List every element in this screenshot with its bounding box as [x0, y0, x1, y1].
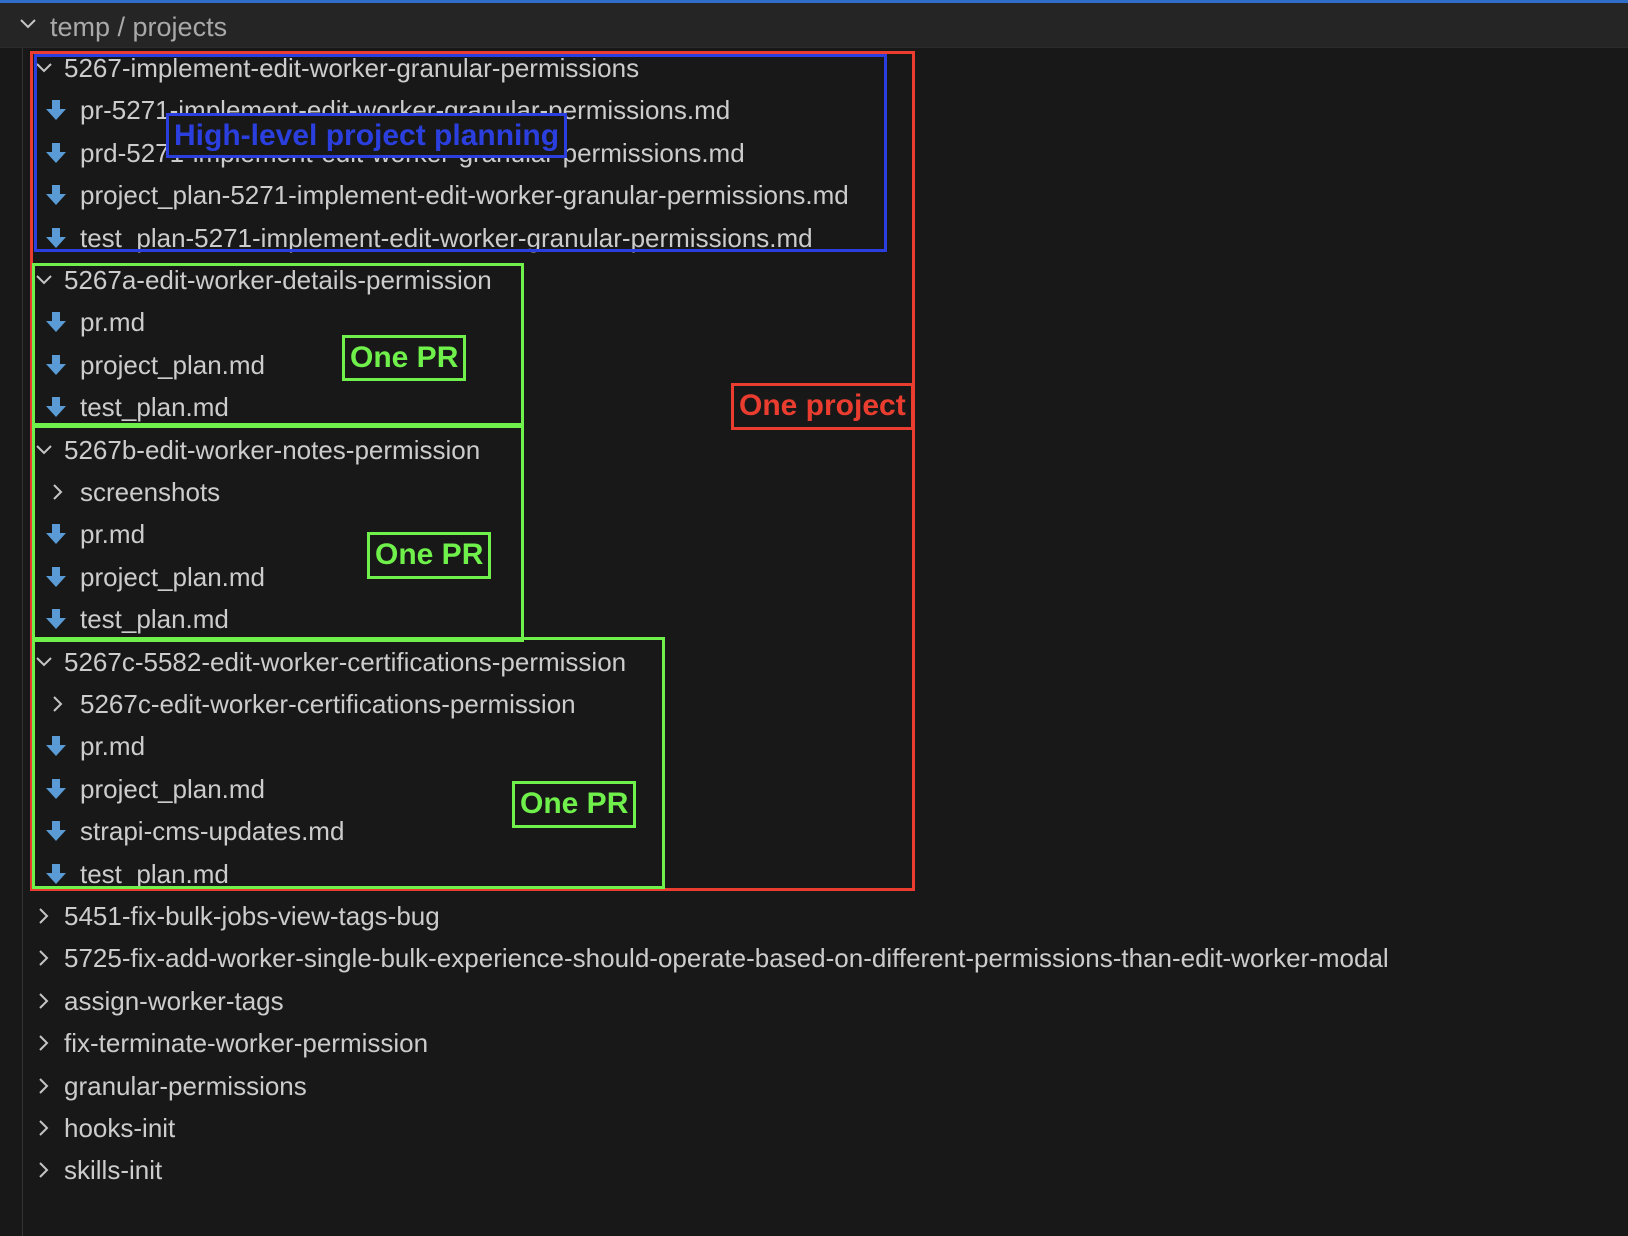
file-name: project_plan.md — [80, 561, 265, 592]
folder-name: hooks-init — [64, 1113, 176, 1143]
chevron-down-icon[interactable] — [34, 440, 54, 460]
folder-name: screenshots — [80, 477, 221, 507]
chevron-down-icon[interactable] — [34, 652, 54, 672]
project-annotation-label: One project — [731, 383, 914, 430]
chevron-right-icon[interactable] — [34, 948, 54, 968]
tree-folder-row[interactable]: 5451-fix-bulk-jobs-view-tags-bug — [0, 894, 1628, 938]
file-name: project_plan.md — [80, 773, 265, 804]
markdown-download-icon — [45, 98, 67, 122]
folder-name: fix-terminate-worker-permission — [64, 1028, 429, 1059]
file-name: test_plan.md — [80, 392, 229, 423]
file-name: project_plan.md — [80, 349, 265, 380]
markdown-download-icon — [45, 395, 67, 419]
chevron-right-icon[interactable] — [34, 1076, 54, 1096]
indent-guide — [22, 47, 23, 1236]
markdown-download-icon — [45, 862, 67, 886]
tree-file-row[interactable]: pr.md — [0, 512, 1628, 556]
tree-folder-row[interactable]: 5267c-edit-worker-certifications-permiss… — [0, 682, 1628, 726]
folder-name: 5267a-edit-worker-details-permission — [64, 265, 492, 295]
tree-file-row[interactable]: project_plan.md — [0, 343, 1628, 387]
markdown-download-icon — [45, 226, 67, 250]
chevron-right-icon[interactable] — [34, 991, 54, 1011]
tree-folder-row[interactable]: fix-terminate-worker-permission — [0, 1021, 1628, 1065]
file-name: pr.md — [80, 307, 146, 338]
file-name: test_plan-5271-implement-edit-worker-gra… — [80, 222, 813, 253]
markdown-download-icon — [45, 819, 67, 843]
chevron-right-icon[interactable] — [34, 1160, 54, 1180]
file-name: test_plan.md — [80, 604, 229, 635]
markdown-download-icon — [45, 734, 67, 758]
chevron-down-icon[interactable] — [18, 14, 38, 34]
pr-annotation-label-c: One PR — [512, 781, 637, 828]
active-accent-line — [0, 0, 1628, 3]
chevron-right-icon[interactable] — [34, 1033, 54, 1053]
breadcrumb: temp / projects — [50, 12, 228, 42]
markdown-download-icon — [45, 565, 67, 589]
tree-file-row[interactable]: test_plan.md — [0, 597, 1628, 641]
tree-folder-row[interactable]: 5267b-edit-worker-notes-permission — [0, 428, 1628, 472]
tree-folder-row[interactable]: 5267c-5582-edit-worker-certifications-pe… — [0, 640, 1628, 684]
markdown-download-icon — [45, 141, 67, 165]
markdown-download-icon — [45, 310, 67, 334]
tree-folder-row[interactable]: 5267a-edit-worker-details-permission — [0, 258, 1628, 302]
tree-file-row[interactable]: pr.md — [0, 724, 1628, 768]
chevron-down-icon[interactable] — [34, 58, 54, 78]
folder-name: skills-init — [64, 1155, 163, 1186]
chevron-right-icon[interactable] — [48, 482, 68, 502]
folder-name: 5267-implement-edit-worker-granular-perm… — [64, 53, 640, 83]
tree-file-row[interactable]: test_plan.md — [0, 385, 1628, 429]
chevron-right-icon[interactable] — [34, 906, 54, 926]
tree-file-row[interactable]: pr.md — [0, 300, 1628, 344]
file-name: pr.md — [80, 519, 146, 550]
tree-folder-row[interactable]: assign-worker-tags — [0, 979, 1628, 1023]
chevron-right-icon[interactable] — [48, 694, 68, 714]
tree-folder-row[interactable]: 5267-implement-edit-worker-granular-perm… — [0, 46, 1628, 90]
folder-name: 5451-fix-bulk-jobs-view-tags-bug — [64, 901, 440, 931]
file-name: test_plan.md — [80, 858, 229, 889]
chevron-right-icon[interactable] — [34, 1118, 54, 1138]
pr-annotation-label-a: One PR — [342, 335, 467, 381]
file-name: pr.md — [80, 731, 146, 762]
markdown-download-icon — [45, 183, 67, 207]
folder-name: 5267c-edit-worker-certifications-permiss… — [80, 689, 576, 719]
chevron-down-icon[interactable] — [34, 270, 54, 290]
folder-name: 5725-fix-add-worker-single-bulk-experien… — [64, 943, 1389, 974]
tree-folder-row[interactable]: skills-init — [0, 1148, 1628, 1192]
tree-file-row[interactable]: project_plan.md — [0, 767, 1628, 811]
folder-name: assign-worker-tags — [64, 985, 284, 1016]
tree-folder-row[interactable]: hooks-init — [0, 1106, 1628, 1150]
tree-file-row[interactable]: test_plan.md — [0, 852, 1628, 896]
markdown-download-icon — [45, 522, 67, 546]
tree-file-row[interactable]: project_plan.md — [0, 555, 1628, 599]
explorer-section-header[interactable]: temp / projects — [0, 3, 1628, 48]
file-name: strapi-cms-updates.md — [80, 816, 345, 847]
file-name: project_plan-5271-implement-edit-worker-… — [80, 180, 849, 211]
markdown-download-icon — [45, 777, 67, 801]
markdown-download-icon — [45, 353, 67, 377]
folder-name: granular-permissions — [64, 1070, 307, 1101]
folder-name: 5267c-5582-edit-worker-certifications-pe… — [64, 646, 627, 677]
markdown-download-icon — [45, 607, 67, 631]
folder-name: 5267b-edit-worker-notes-permission — [64, 434, 481, 465]
planning-annotation-label: High-level project planning — [166, 113, 568, 158]
pr-annotation-label-b: One PR — [367, 532, 492, 579]
tree-folder-row[interactable]: 5725-fix-add-worker-single-bulk-experien… — [0, 936, 1628, 980]
tree-file-row[interactable]: project_plan-5271-implement-edit-worker-… — [0, 173, 1628, 217]
tree-file-row[interactable]: strapi-cms-updates.md — [0, 809, 1628, 853]
tree-folder-row[interactable]: granular-permissions — [0, 1064, 1628, 1108]
tree-folder-row[interactable]: screenshots — [0, 470, 1628, 514]
tree-file-row[interactable]: test_plan-5271-implement-edit-worker-gra… — [0, 216, 1628, 260]
